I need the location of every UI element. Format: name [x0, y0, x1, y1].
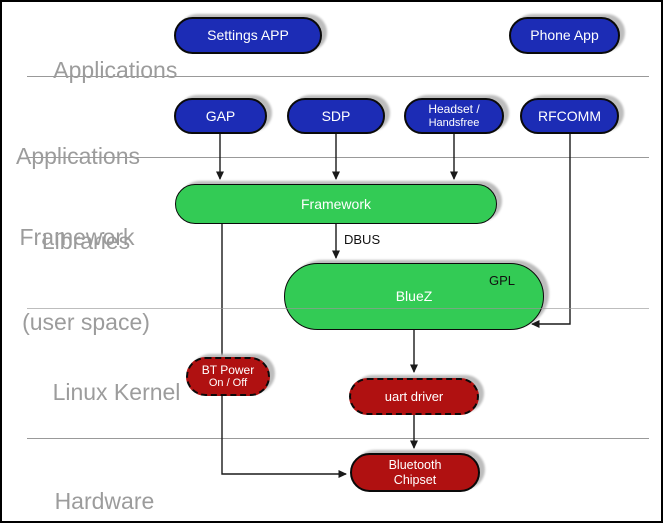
node-label: Settings APP	[207, 27, 289, 44]
layer-label-text: Hardware	[54, 488, 155, 514]
layer-label-text: Applications	[53, 57, 178, 83]
node-label: GAP	[205, 107, 236, 124]
node-label: RFCOMM	[538, 107, 601, 124]
layer-label-hardware: Hardware	[29, 461, 155, 521]
node-label: BlueZ	[395, 288, 433, 305]
node-label: Phone App	[530, 27, 599, 44]
node-bluez: BlueZ GPL	[284, 263, 544, 330]
node-rfcomm: RFCOMM	[520, 98, 619, 134]
edge-framework-chipset	[221, 224, 347, 478]
layer-label-linux-kernel: Linux Kernel	[27, 352, 181, 433]
node-phone-app: Phone App	[509, 17, 620, 54]
node-label: Framework	[300, 195, 371, 212]
layer-label-applications-framework: Applications Framework	[16, 89, 141, 305]
layer-label-applications: Applications	[29, 30, 177, 111]
node-uart-driver: uart driver	[349, 378, 479, 415]
layer-label-text: Libraries	[41, 228, 131, 254]
node-gap: GAP	[174, 98, 267, 134]
node-label: Headset /	[428, 102, 480, 117]
divider-framework	[27, 157, 649, 158]
layer-label-libraries: Libraries (user space)	[10, 174, 162, 390]
node-label: SDP	[321, 107, 351, 124]
node-label: Handsfree	[428, 116, 480, 129]
gpl-license-tag: GPL	[488, 273, 515, 288]
node-headset-handsfree: Headset / Handsfree	[404, 98, 504, 134]
node-framework: Framework	[175, 184, 497, 224]
node-label: Bluetooth	[388, 457, 442, 472]
node-bt-power: BT Power On / Off	[186, 357, 270, 396]
layer-label-text: Framework	[19, 224, 135, 250]
node-label: BT Power	[201, 362, 255, 377]
dbus-edge-label: DBUS	[344, 232, 381, 247]
layer-label-text: Linux Kernel	[52, 379, 181, 405]
divider-hardware	[27, 438, 649, 439]
layer-label-text: Applications	[16, 143, 141, 169]
node-label: Chipset	[393, 472, 437, 487]
layer-label-text: (user space)	[22, 309, 150, 335]
node-settings-app: Settings APP	[174, 17, 322, 54]
divider-applications	[27, 76, 649, 77]
node-sdp: SDP	[287, 98, 385, 134]
node-bluetooth-chipset: Bluetooth Chipset	[350, 453, 480, 492]
node-label: uart driver	[384, 388, 444, 404]
node-label: On / Off	[208, 377, 248, 390]
